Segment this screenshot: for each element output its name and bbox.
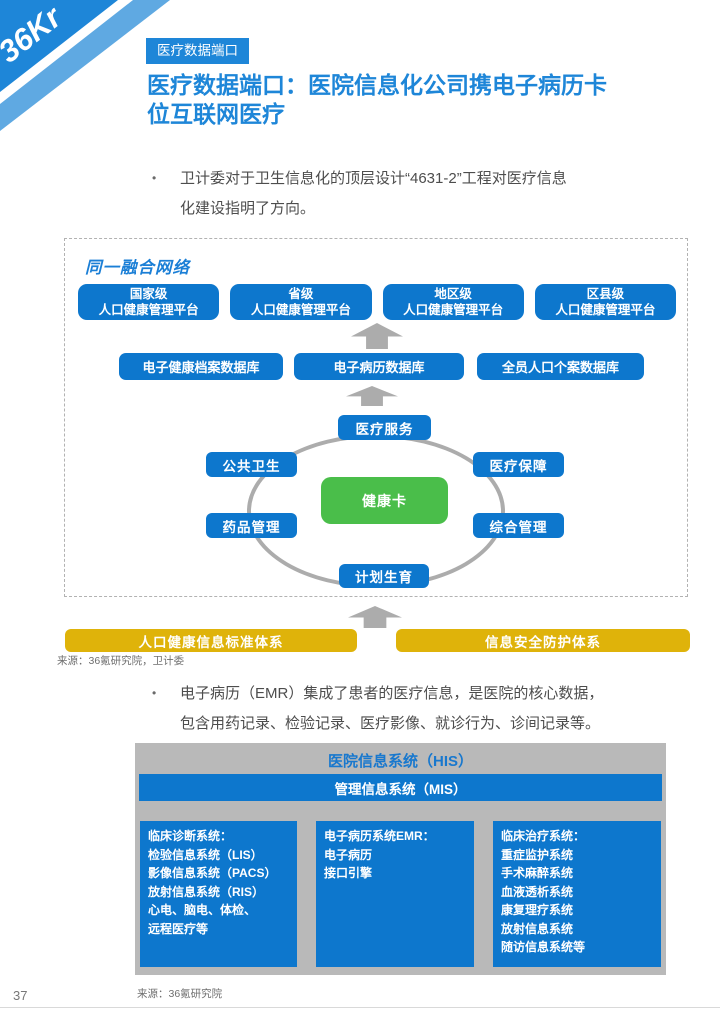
platform-box-region: 地区级 人口健康管理平台 (382, 284, 524, 320)
his-column-emr: 电子病历系统EMR： 电子病历 接口引擎 (316, 821, 474, 967)
hub-box-medical-insurance: 医疗保障 (473, 452, 564, 477)
36kr-logo: 36Kr (0, 0, 170, 131)
hub-box-drug-management: 药品管理 (206, 513, 297, 538)
logo-light-ribbon (0, 0, 170, 131)
his-column-diagnosis: 临床诊断系统： 检验信息系统（LIS） 影像信息系统（PACS） 放射信息系统（… (140, 821, 297, 967)
foundation-bar-standards: 人口健康信息标准体系 (65, 629, 357, 652)
database-box-population: 全员人口个案数据库 (477, 353, 644, 380)
hub-box-public-health: 公共卫生 (206, 452, 297, 477)
mis-bar: 管理信息系统（MIS） (139, 774, 662, 801)
his-title: 医院信息系统（HIS） (327, 753, 473, 770)
platform-box-national: 国家级 人口健康管理平台 (78, 284, 220, 320)
up-arrow-icon (348, 606, 402, 628)
logo-main-ribbon (0, 0, 118, 92)
foundation-bar-security: 信息安全防护体系 (396, 629, 690, 652)
bullet-text: 电子病历（EMR）集成了患者的医疗信息，是医院的核心数据， 包含用药记录、检验记… (180, 685, 604, 732)
hub-box-general-management: 综合管理 (473, 513, 564, 538)
his-column-treatment: 临床治疗系统： 重症监护系统 手术麻醉系统 血液透析系统 康复理疗系统 放射信息… (493, 821, 661, 967)
up-arrow-icon (351, 323, 403, 349)
hub-box-health-card: 健康卡 (321, 477, 448, 524)
platform-box-county: 区县级 人口健康管理平台 (534, 284, 676, 320)
hub-box-family-planning: 计划生育 (339, 564, 429, 588)
bullet-item: • 电子病历（EMR）集成了患者的医疗信息，是医院的核心数据， 包含用药记录、检… (152, 679, 697, 738)
hub-box-medical-service: 医疗服务 (338, 415, 431, 440)
bullet-item: • 卫计委对于卫生信息化的顶层设计“4631-2”工程对医疗信息 化建设指明了方… (152, 164, 672, 223)
database-box-health-record: 电子健康档案数据库 (119, 353, 283, 380)
bullet-dot: • (152, 686, 157, 700)
section-tag: 医疗数据端口 (146, 38, 249, 64)
platform-box-province: 省级 人口健康管理平台 (230, 284, 372, 320)
unified-network-diagram: 同一融合网络 国家级 人口健康管理平台 省级 人口健康管理平台 地区级 人口健康… (64, 238, 688, 597)
up-arrow-icon (346, 386, 398, 406)
database-box-emr: 电子病历数据库 (294, 353, 464, 380)
source-note: 来源：36氪研究院，卫计委 (57, 655, 185, 667)
bullet-text: 卫计委对于卫生信息化的顶层设计“4631-2”工程对医疗信息 化建设指明了方向。 (180, 170, 567, 217)
platform-row: 国家级 人口健康管理平台 省级 人口健康管理平台 地区级 人口健康管理平台 区县… (78, 284, 676, 320)
page-number: 37 (13, 988, 28, 1003)
source-note: 来源：36氪研究院 (137, 988, 223, 1000)
bullet-dot: • (152, 171, 157, 185)
his-diagram: 医院信息系统（HIS） 管理信息系统（MIS） 临床诊断系统： 检验信息系统（L… (135, 743, 666, 975)
diagram-title: 同一融合网络 (85, 259, 190, 277)
page-title: 医疗数据端口：医院信息化公司携电子病历卡 位互联网医疗 (147, 72, 607, 127)
footer-divider (0, 1007, 720, 1008)
